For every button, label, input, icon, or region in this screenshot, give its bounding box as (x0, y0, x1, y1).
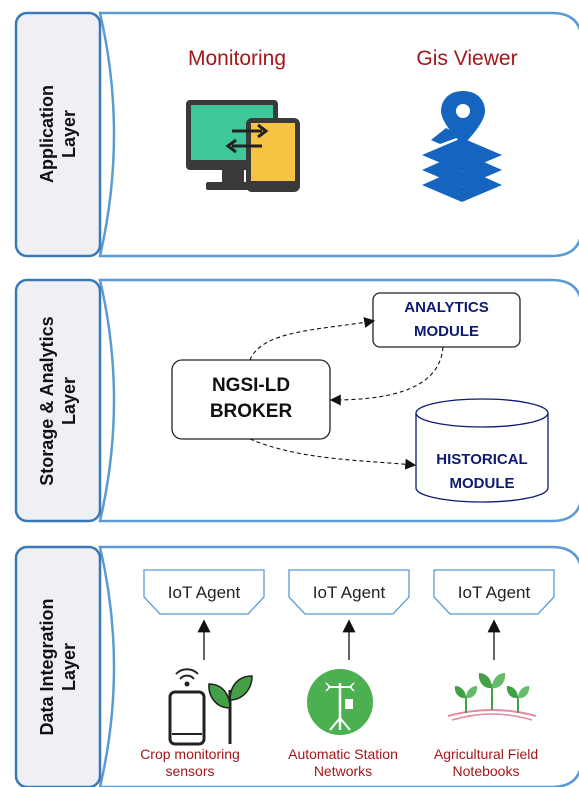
analytics-module-label: ANALYTICS MODULE (373, 296, 520, 344)
iot-agent-shape-1 (143, 569, 265, 615)
storage-layer-label-line1: Storage & Analytics (37, 316, 57, 486)
monitor-tablet-sync-icon (186, 100, 300, 192)
data-layer-label-line1: Data Integration (37, 598, 57, 736)
application-layer-label-line2: Layer (59, 109, 79, 159)
automatic-station-label: Automatic Station Networks (270, 746, 416, 780)
storage-layer-label-box (14, 278, 102, 523)
device-line1: Crop monitoring (140, 746, 240, 762)
data-layer-label: Data Integration Layer (36, 598, 80, 735)
crop-monitoring-label: Crop monitoring sensors (124, 746, 256, 780)
device-line1: Agricultural Field (433, 746, 539, 762)
weather-station-icon (307, 669, 373, 735)
iot-agent-label: IoT Agent (457, 583, 531, 602)
application-layer-label-box (14, 11, 102, 258)
historical-module-label: HISTORICAL MODULE (416, 448, 548, 496)
broker-to-analytics-arrow (249, 317, 376, 361)
analytics-to-broker-arrow (329, 346, 444, 406)
monitoring-label: Monitoring (187, 47, 287, 70)
seedlings-icon (447, 673, 537, 721)
device-line2: sensors (165, 763, 215, 779)
device-line2: Notebooks (452, 763, 520, 779)
data-layer-label-box (14, 545, 102, 787)
map-layers-pin-icon (422, 91, 502, 202)
iot-agent-label: IoT Agent (167, 583, 241, 602)
ngsi-ld-broker-label: NGSI-LD BROKER (172, 373, 330, 425)
sensor-plant-icon (168, 668, 253, 746)
gis-viewer-label: Gis Viewer (416, 47, 518, 70)
analytics-line2: MODULE (414, 323, 479, 340)
broker-line1: NGSI-LD (211, 375, 291, 396)
historical-line1: HISTORICAL (436, 451, 528, 468)
broker-to-historical-arrow (249, 438, 417, 470)
iot-agent-shape-3 (433, 569, 555, 615)
historical-line2: MODULE (449, 475, 515, 492)
device-line2: Networks (313, 763, 373, 779)
application-layer-label-line1: Application (37, 85, 57, 183)
data-layer-label-line2: Layer (59, 642, 79, 692)
storage-layer-label: Storage & Analytics Layer (36, 316, 80, 485)
agricultural-notebooks-label: Agricultural Field Notebooks (416, 746, 556, 780)
historical-module-cylinder (415, 398, 549, 503)
broker-line2: BROKER (209, 401, 293, 422)
application-layer-label: Application Layer (36, 85, 80, 183)
iot-agent-label: IoT Agent (312, 583, 386, 602)
device-line1: Automatic Station (288, 746, 398, 762)
storage-layer-label-line2: Layer (59, 376, 79, 426)
analytics-line1: ANALYTICS (404, 299, 489, 316)
iot-agent-shape-2 (288, 569, 410, 615)
